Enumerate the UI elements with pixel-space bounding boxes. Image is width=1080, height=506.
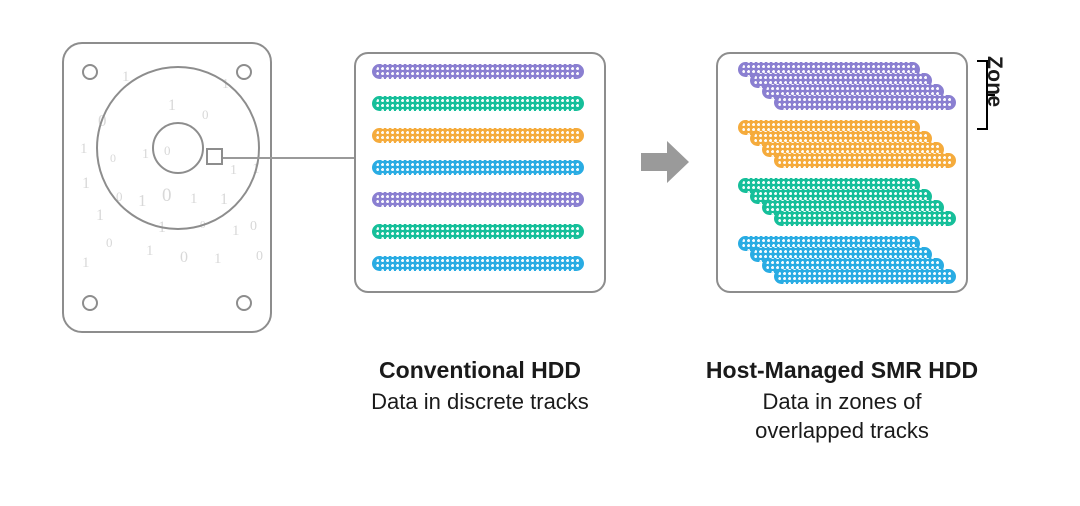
caption-smr-title: Host-Managed SMR HDD — [705, 357, 979, 383]
smr-overlapped-track — [774, 153, 956, 168]
conventional-hdd-panel — [354, 52, 606, 293]
track-dot-pattern — [778, 153, 952, 168]
zone-bracket — [977, 60, 988, 130]
smr-overlapped-track — [774, 211, 956, 226]
track-dot-pattern — [376, 96, 580, 111]
hdd-platter-circle — [96, 66, 260, 230]
caption-conventional: Conventional HDD Data in discrete tracks — [330, 356, 630, 417]
conventional-track — [372, 64, 584, 79]
magnifier-leader-line — [223, 157, 357, 159]
smr-overlapped-track — [774, 269, 956, 284]
track-dot-pattern — [778, 211, 952, 226]
conventional-track — [372, 192, 584, 207]
screw-hole-bottom-right — [236, 295, 252, 311]
track-dot-pattern — [376, 160, 580, 175]
smr-zone — [718, 120, 966, 170]
smr-zone — [718, 178, 966, 228]
conventional-track — [372, 160, 584, 175]
track-dot-pattern — [376, 64, 580, 79]
caption-conventional-subtitle: Data in discrete tracks — [371, 389, 589, 415]
track-dot-pattern — [778, 269, 952, 284]
transition-arrow-icon — [641, 141, 689, 183]
smr-zone — [718, 236, 966, 286]
smr-zone — [718, 62, 966, 112]
conventional-track — [372, 128, 584, 143]
smr-overlapped-track — [774, 95, 956, 110]
track-dot-pattern — [376, 224, 580, 239]
host-managed-smr-panel — [716, 52, 968, 293]
conventional-track — [372, 96, 584, 111]
screw-hole-bottom-left — [82, 295, 98, 311]
magnified-region-marker — [206, 148, 223, 165]
conventional-track — [372, 256, 584, 271]
caption-conventional-title: Conventional HDD — [379, 357, 581, 383]
track-dot-pattern — [376, 256, 580, 271]
hdd-spindle-circle — [152, 122, 204, 174]
screw-hole-top-right — [236, 64, 252, 80]
zone-bracket-tick — [988, 94, 995, 96]
track-dot-pattern — [376, 192, 580, 207]
zone-label: Zone — [983, 56, 1006, 108]
conventional-track — [372, 224, 584, 239]
screw-hole-top-left — [82, 64, 98, 80]
track-dot-pattern — [778, 95, 952, 110]
track-dot-pattern — [376, 128, 580, 143]
